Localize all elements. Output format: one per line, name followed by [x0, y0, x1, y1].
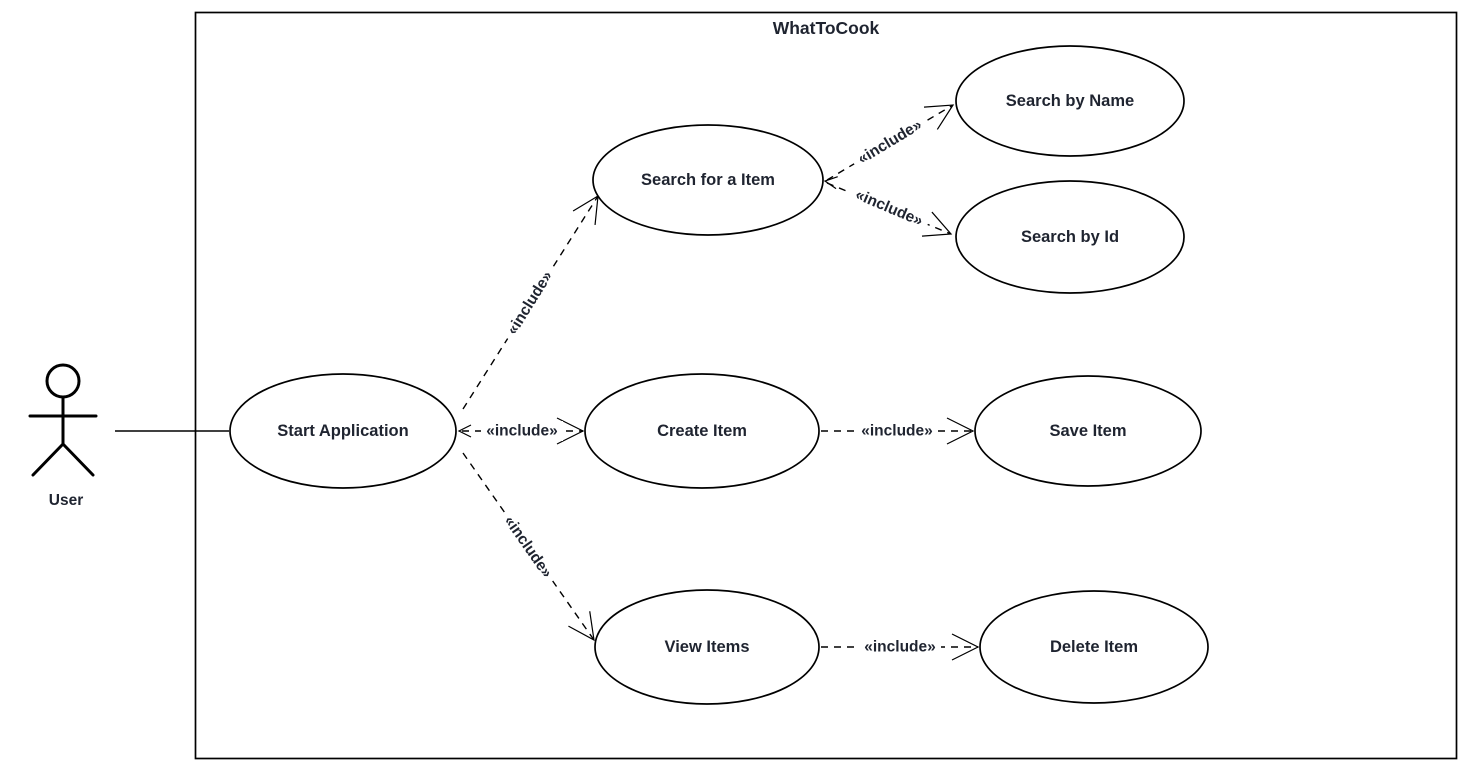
include-edge-view-to-delete: «include»: [821, 633, 980, 661]
include-label: «include»: [486, 423, 558, 440]
include-edge-start-to-create: «include»: [457, 417, 585, 445]
usecase-create-item[interactable]: Create Item: [584, 373, 820, 489]
usecase-search-by-name[interactable]: Search by Name: [955, 45, 1185, 157]
usecase-label: View Items: [665, 638, 750, 656]
usecase-save-item[interactable]: Save Item: [974, 375, 1202, 487]
usecase-ellipse: [979, 590, 1209, 704]
usecase-ellipse: [955, 45, 1185, 157]
usecase-ellipse: [955, 180, 1185, 294]
actor-user[interactable]: User: [28, 363, 98, 509]
actor-name-label: User: [49, 492, 83, 509]
usecase-ellipse: [592, 124, 824, 236]
arrowhead-into-delete-item: [951, 633, 980, 661]
arrowhead-into-search-by-name: [923, 104, 955, 130]
usecase-label: Search by Id: [1021, 228, 1119, 246]
system-title: WhatToCook: [773, 18, 880, 38]
usecase-ellipse: [584, 373, 820, 489]
arrowhead-into-search-by-id: [921, 211, 953, 237]
usecase-delete-item[interactable]: Delete Item: [979, 590, 1209, 704]
actor-head: [45, 363, 81, 399]
usecase-label: Delete Item: [1050, 638, 1138, 656]
usecase-ellipse: [229, 373, 457, 489]
include-edge-create-to-save: «include»: [821, 417, 975, 445]
arrowhead-into-view-items: [568, 611, 595, 642]
usecase-search-by-id[interactable]: Search by Id: [955, 180, 1185, 294]
usecase-ellipse: [974, 375, 1202, 487]
arrowhead-into-start-application: [457, 424, 472, 438]
usecase-label: Save Item: [1049, 422, 1126, 440]
include-label: «include»: [864, 639, 936, 656]
usecase-label: Create Item: [657, 422, 747, 440]
usecase-search-for-item[interactable]: Search for a Item: [592, 124, 824, 236]
include-label: «include»: [861, 423, 933, 440]
arrowhead-into-save-item: [946, 417, 975, 445]
usecase-ellipse: [594, 589, 820, 705]
usecase-label: Start Application: [277, 422, 408, 440]
arrowhead-into-create-item: [556, 417, 585, 445]
usecase-label: Search for a Item: [641, 171, 775, 189]
usecase-start-application[interactable]: Start Application: [229, 373, 457, 489]
usecase-label: Search by Name: [1006, 92, 1134, 110]
usecase-view-items[interactable]: View Items: [594, 589, 820, 705]
arrowhead-into-search-for-item: [823, 176, 838, 190]
actor-legs: [31, 442, 95, 477]
